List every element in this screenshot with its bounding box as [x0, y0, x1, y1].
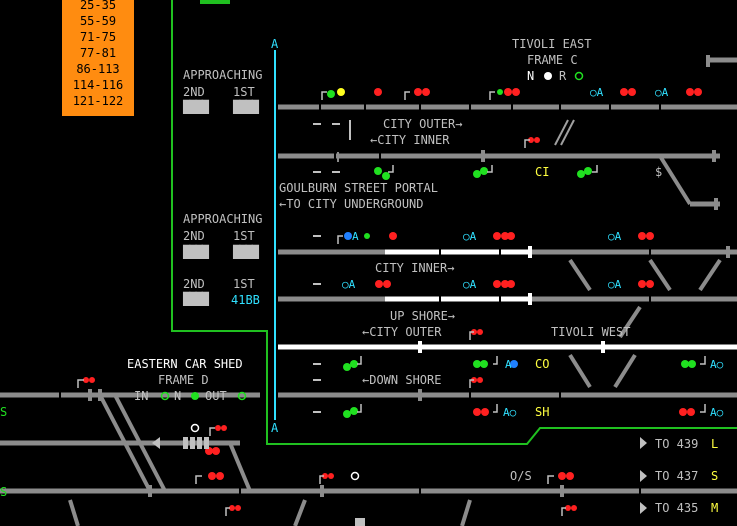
label-down-shore: ←DOWN SHORE — [362, 373, 442, 387]
destination-439[interactable]: TO 439 — [655, 437, 699, 451]
eastern-car-shed-title: EASTERN CAR SHED — [127, 357, 243, 371]
label-to-city-underground: ←TO CITY UNDERGROUND — [279, 197, 424, 211]
berth-indicator-2nd-mid: ████ — [183, 245, 209, 259]
destination-437[interactable]: TO 437 — [655, 469, 699, 483]
label-s-left-2: S — [0, 485, 8, 499]
route-item[interactable]: 55-59 — [79, 14, 117, 28]
tivoli-east-title: TIVOLI EAST — [512, 37, 592, 51]
line-marker-a-bottom: A — [271, 421, 279, 435]
label-city-inner-mid: CITY INNER→ — [375, 261, 455, 275]
route-item[interactable]: 114-116 — [72, 78, 124, 92]
destination-435[interactable]: TO 435 — [655, 501, 699, 515]
label-city-outer-top: CITY OUTER→ — [383, 117, 463, 131]
berth-indicator-2nd-low: ████ — [183, 292, 209, 306]
auto-marker: ○A — [655, 86, 669, 99]
destination-439-code: L — [711, 437, 719, 451]
auto-marker: ○A — [608, 230, 622, 243]
route-item[interactable]: 77-81 — [79, 46, 117, 60]
berth-indicator-1st-mid: ████ — [233, 245, 259, 259]
auto-marker: A — [352, 230, 359, 243]
label-goulburn: GOULBURN STREET PORTAL — [279, 181, 438, 195]
eastern-car-shed-in: IN — [134, 389, 149, 403]
destination-437-code: S — [711, 469, 719, 483]
auto-marker: ○A — [463, 230, 477, 243]
label-co[interactable]: CO — [535, 357, 550, 371]
route-item[interactable]: 71-75 — [79, 30, 117, 44]
route-item[interactable]: 25-35 — [79, 0, 117, 12]
label-dollar: $ — [655, 165, 663, 179]
tivoli-east-r: R — [559, 69, 567, 83]
route-item[interactable]: 86-113 — [76, 62, 120, 76]
boundary-marker — [200, 0, 230, 4]
approaching-title-mid: APPROACHING — [183, 212, 263, 226]
line-marker-a-top: A — [271, 37, 279, 51]
label-ci[interactable]: CI — [535, 165, 550, 179]
auto-marker: ○A — [608, 278, 622, 291]
tivoli-east-frame: FRAME C — [527, 53, 578, 67]
auto-marker: A○ — [710, 406, 724, 419]
route-item[interactable]: 121-122 — [72, 94, 124, 108]
eastern-car-shed-out: OUT — [205, 389, 227, 403]
auto-marker: ○A — [590, 86, 604, 99]
berth-41bb[interactable]: 41BB — [231, 293, 260, 307]
auto-marker: ○A — [342, 278, 356, 291]
control-area-boundary — [171, 0, 737, 445]
berth-indicator-1st-top: ████ — [233, 100, 259, 114]
auto-marker: A○ — [710, 358, 724, 371]
label-tivoli-west: TIVOLI WEST — [551, 325, 631, 339]
label-city-inner-top: ←CITY INNER — [370, 133, 450, 147]
eastern-car-shed-n: N — [174, 389, 182, 403]
approaching-title-top: APPROACHING — [183, 68, 263, 82]
destination-435-code: M — [711, 501, 719, 515]
label-os: O/S — [510, 469, 532, 483]
auto-marker: A○ — [503, 406, 517, 419]
approaching-1st-top: 1ST — [233, 85, 255, 99]
auto-marker: A — [505, 358, 512, 371]
eastern-car-shed-frame: FRAME D — [158, 373, 209, 387]
approaching-2nd-low: 2ND — [183, 277, 205, 291]
label-up-shore: UP SHORE→ — [390, 309, 456, 323]
approaching-2nd-mid: 2ND — [183, 229, 205, 243]
auto-marker: ○A — [463, 278, 477, 291]
label-s-left-1: S — [0, 405, 8, 419]
berth-indicator-2nd-top: ████ — [183, 100, 209, 114]
tivoli-east-n: N — [527, 69, 535, 83]
label-city-outer-mid: ←CITY OUTER — [362, 325, 442, 339]
label-sh[interactable]: SH — [535, 405, 550, 419]
approaching-1st-low: 1ST — [233, 277, 255, 291]
green-signals — [327, 89, 696, 418]
approaching-1st-mid: 1ST — [233, 229, 255, 243]
approaching-2nd-top: 2ND — [183, 85, 205, 99]
route-list-panel: 25-35 55-59 71-75 77-81 86-113 114-116 1… — [62, 0, 134, 116]
red-signals — [83, 88, 702, 511]
